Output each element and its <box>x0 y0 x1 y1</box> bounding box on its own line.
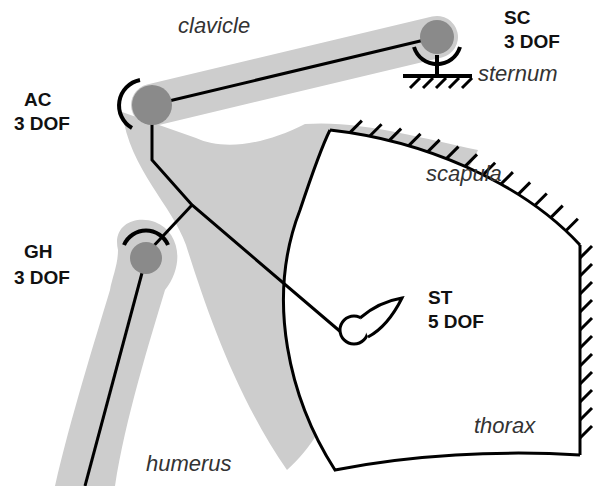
hatch-stroke <box>551 206 563 218</box>
part-name: scapula <box>426 162 502 186</box>
ground-hatching <box>350 78 592 438</box>
joint-name: GH <box>24 242 53 263</box>
thorax-body <box>284 130 580 470</box>
joint-name: AC <box>24 90 51 111</box>
part-name: sternum <box>478 62 557 86</box>
hatch-stroke <box>428 140 440 152</box>
hatch-stroke <box>580 426 592 438</box>
hatch-stroke <box>566 219 578 231</box>
hatch-stroke <box>409 134 421 146</box>
hatch-stroke <box>436 78 446 88</box>
hatch-stroke <box>410 78 420 88</box>
hatch-stroke <box>580 372 592 384</box>
part-name: clavicle <box>178 14 250 38</box>
joint-name: ST <box>428 288 452 309</box>
sternum-ground <box>403 74 472 78</box>
hatch-stroke <box>389 129 401 141</box>
hatch-stroke <box>580 354 592 366</box>
hatch-stroke <box>446 147 458 159</box>
gh-joint <box>130 242 162 274</box>
hatch-stroke <box>535 194 547 206</box>
hatch-stroke <box>462 78 472 88</box>
hatch-stroke <box>501 172 513 184</box>
hatch-stroke <box>580 264 592 276</box>
hatch-stroke <box>449 78 459 88</box>
hatch-stroke <box>423 78 433 88</box>
thorax-outline <box>284 130 580 470</box>
st-contact <box>360 298 402 337</box>
dof-count: 5 DOF <box>428 312 484 333</box>
part-name: thorax <box>474 414 535 438</box>
hatch-stroke <box>580 282 592 294</box>
hatch-stroke <box>580 300 592 312</box>
dof-count: 3 DOF <box>14 268 70 289</box>
thorax-outline <box>330 130 580 245</box>
part-name: humerus <box>146 452 232 476</box>
humerus-bone <box>55 220 177 486</box>
hatch-stroke <box>580 336 592 348</box>
link-line <box>85 258 146 486</box>
hatch-stroke <box>370 124 382 136</box>
dof-count: 3 DOF <box>14 114 70 135</box>
hatch-stroke <box>350 121 362 133</box>
dof-count: 3 DOF <box>504 32 560 53</box>
ac-joint <box>132 85 172 125</box>
hatch-stroke <box>580 408 592 420</box>
hatch-stroke <box>580 318 592 330</box>
hatch-stroke <box>580 390 592 402</box>
link-line <box>152 37 437 333</box>
sc-joint <box>420 20 454 54</box>
hatch-stroke <box>518 182 530 194</box>
hatch-stroke <box>580 246 592 258</box>
joint-name: SC <box>504 8 530 29</box>
